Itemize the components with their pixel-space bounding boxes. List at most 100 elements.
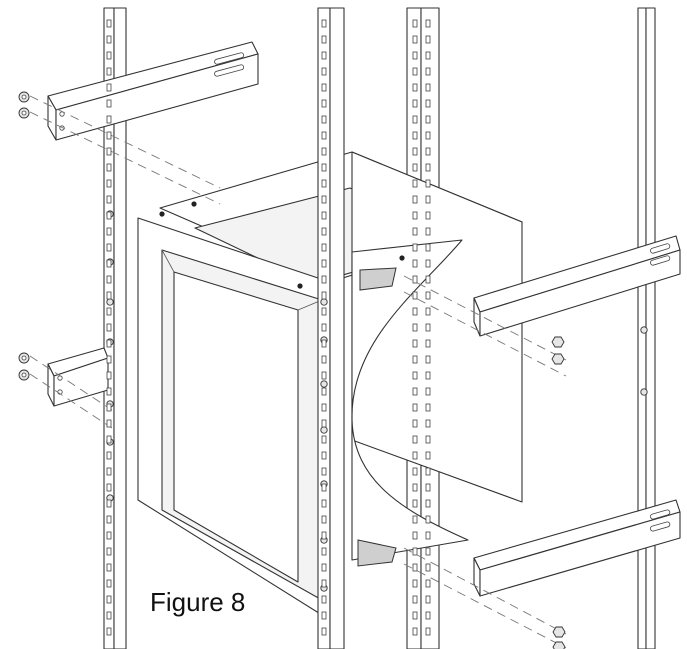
rail-slot: [106, 435, 112, 444]
rail-slot: [106, 67, 112, 76]
rail-slot: [412, 51, 418, 60]
rail-slot: [321, 355, 327, 364]
rail-slot: [106, 499, 112, 508]
rail-slot: [321, 195, 327, 204]
rail-slot: [412, 515, 418, 524]
rail-slot: [425, 259, 431, 268]
rail-bolt: [320, 426, 328, 434]
rail-slot: [425, 35, 431, 44]
rail-slot: [412, 131, 418, 140]
rail-slot: [106, 467, 112, 476]
rail-slot: [425, 419, 431, 428]
rail-slot: [106, 227, 112, 236]
rail-slot: [321, 275, 327, 284]
rail-slot: [321, 499, 327, 508]
front-rack-rail-right: [317, 7, 345, 649]
rail-bolt: [320, 298, 328, 306]
rail-bolt: [640, 326, 648, 334]
rail-slot: [425, 467, 431, 476]
rail-slot: [321, 323, 327, 332]
rail-slot: [412, 451, 418, 460]
rail-slot: [106, 531, 112, 540]
rail-slot: [425, 387, 431, 396]
rail-slot: [425, 147, 431, 156]
rail-slot: [106, 563, 112, 572]
mounting-bracket-bottom-left: [47, 347, 109, 407]
rail-slot: [412, 323, 418, 332]
rail-slot: [106, 387, 112, 396]
assembly-guide-lines: [29, 95, 567, 649]
rail-slot: [425, 531, 431, 540]
rail-slot: [412, 483, 418, 492]
rail-slot: [412, 163, 418, 172]
rail-slot: [106, 83, 112, 92]
figure-caption: Figure 8: [146, 586, 250, 618]
mounting-bracket-bottom-right: [473, 499, 681, 597]
screw-bottom-left-2: [18, 369, 30, 381]
rail-slot: [106, 163, 112, 172]
nut-bottom-right-2: [552, 641, 566, 649]
rail-slot: [106, 291, 112, 300]
rail-slot: [412, 467, 418, 476]
rail-slot: [425, 563, 431, 572]
rail-slot: [412, 419, 418, 428]
rail-slot: [412, 179, 418, 188]
rail-slot: [321, 291, 327, 300]
rail-slot: [321, 51, 327, 60]
rail-slot: [106, 131, 112, 140]
rail-bolt: [106, 298, 114, 306]
rail-slot: [321, 35, 327, 44]
rail-slot: [425, 51, 431, 60]
rail-slot: [106, 179, 112, 188]
rail-slot: [425, 115, 431, 124]
rail-slot: [106, 99, 112, 108]
rail-slot: [106, 611, 112, 620]
nut-top-right-2: [551, 353, 565, 365]
rail-slot: [412, 291, 418, 300]
rail-slot: [412, 499, 418, 508]
rail-slot: [106, 419, 112, 428]
rail-slot: [425, 451, 431, 460]
rail-slot: [412, 435, 418, 444]
rail-slot: [425, 339, 431, 348]
rail-slot: [412, 211, 418, 220]
rail-slot: [321, 339, 327, 348]
rail-slot: [412, 259, 418, 268]
rail-slot: [321, 83, 327, 92]
rail-slot: [425, 99, 431, 108]
rail-slot: [425, 195, 431, 204]
rail-slot: [412, 627, 418, 636]
rail-slot: [106, 323, 112, 332]
rail-slot: [425, 227, 431, 236]
rail-slot: [106, 147, 112, 156]
rail-slot: [321, 579, 327, 588]
rail-slot: [321, 563, 327, 572]
rail-slot: [321, 19, 327, 28]
rail-slot: [106, 355, 112, 364]
rail-slot: [425, 627, 431, 636]
rail-slot: [321, 147, 327, 156]
rail-slot: [425, 291, 431, 300]
rail-slot: [106, 19, 112, 28]
rail-slot: [412, 563, 418, 572]
rail-slot: [321, 243, 327, 252]
rail-slot: [106, 595, 112, 604]
rail-slot: [412, 115, 418, 124]
rail-slot: [321, 115, 327, 124]
rail-slot: [412, 403, 418, 412]
rail-slot: [412, 19, 418, 28]
rail-slot: [425, 371, 431, 380]
rail-slot: [106, 259, 112, 268]
rail-slot: [425, 547, 431, 556]
rail-slot: [321, 67, 327, 76]
rail-bolt: [640, 388, 648, 396]
rail-slot: [321, 211, 327, 220]
rail-slot: [321, 99, 327, 108]
nut-top-right-1: [551, 336, 565, 348]
rail-slot: [412, 339, 418, 348]
mounting-bracket-top-right: [473, 235, 681, 337]
rail-slot: [321, 515, 327, 524]
rail-slot: [425, 83, 431, 92]
rail-slot: [321, 531, 327, 540]
